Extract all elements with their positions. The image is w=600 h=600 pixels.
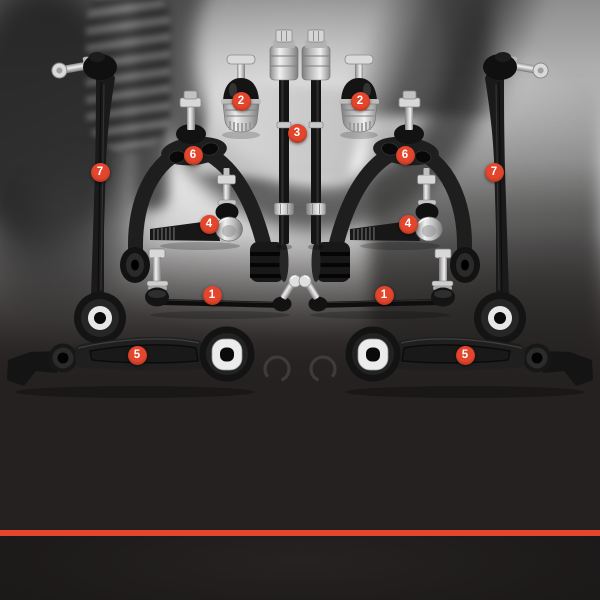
- callout-3: 3: [287, 123, 307, 143]
- mirrored-parts-right: [299, 30, 593, 398]
- part-sway-bar-link: [145, 248, 302, 319]
- part-lower-forward-control-arm: [51, 52, 128, 354]
- red-divider-stripe: [0, 530, 600, 536]
- part-upper-control-arm: [120, 90, 289, 283]
- product-photo-area: 1 1 2 2 3 4 4 5 5 6 6 7 7: [0, 0, 600, 405]
- callout-6-left: 6: [183, 145, 203, 165]
- callout-7-right: 7: [484, 162, 504, 182]
- brand-footer: [0, 536, 600, 600]
- callout-4-left: 4: [199, 214, 219, 234]
- callout-2-right: 2: [350, 91, 370, 111]
- callout-6-right: 6: [395, 145, 415, 165]
- part-lower-rearward-control-arm: [7, 326, 255, 398]
- callout-1-right: 1: [374, 285, 394, 305]
- callout-4-right: 4: [398, 214, 418, 234]
- parts-legend: 1 2 x Front Sway Bar Link 2 2 x Front Lo…: [0, 405, 600, 530]
- callout-2-left: 2: [231, 91, 251, 111]
- part-inner-tie-rod: [269, 29, 299, 250]
- callout-5-right: 5: [455, 345, 475, 365]
- suspension-parts-illustration: [7, 0, 600, 405]
- snap-ring: [263, 355, 291, 383]
- callout-1-left: 1: [202, 285, 222, 305]
- callout-7-left: 7: [90, 162, 110, 182]
- callout-5-left: 5: [127, 345, 147, 365]
- part-outer-tie-rod-end: [150, 168, 243, 250]
